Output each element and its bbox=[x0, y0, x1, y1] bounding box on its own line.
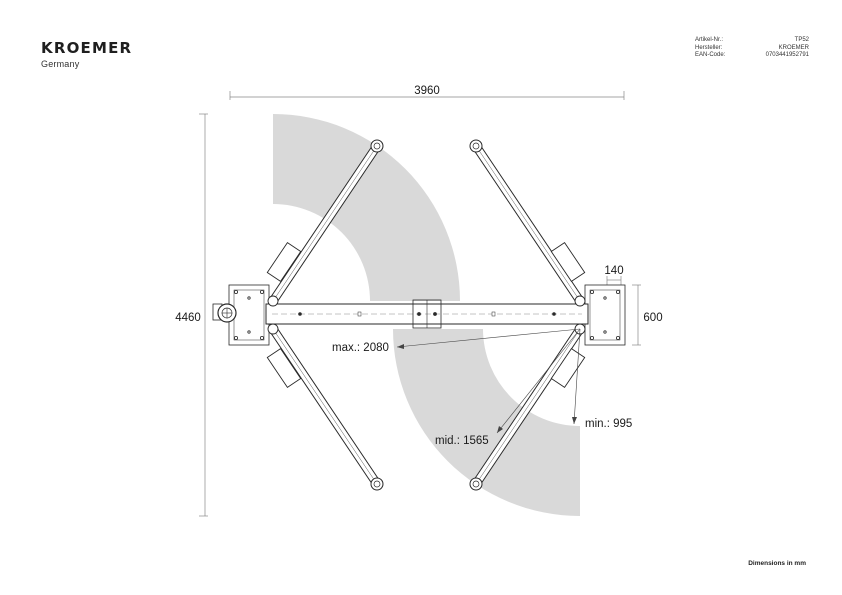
units-note: Dimensions in mm bbox=[748, 560, 806, 567]
brand-logo: KROEMER Germany bbox=[41, 39, 132, 69]
spec-row-manufacturer: Hersteller: KROEMER bbox=[695, 45, 809, 53]
spec-value: 0703441952791 bbox=[765, 52, 809, 59]
arm-reach-lines bbox=[396, 328, 581, 434]
swing-arm-upper-right bbox=[469, 139, 586, 307]
arrow-heads bbox=[397, 344, 577, 433]
right-post bbox=[584, 284, 626, 346]
dimension-post-width-label: 600 bbox=[643, 312, 662, 324]
dimension-post-depth bbox=[606, 276, 622, 286]
motor-icon bbox=[212, 303, 237, 323]
dimension-width-label: 3960 bbox=[414, 85, 440, 97]
spec-label: EAN-Code: bbox=[695, 52, 726, 59]
spec-value: KROEMER bbox=[778, 44, 809, 51]
spec-value: TP52 bbox=[794, 37, 809, 43]
dimension-length-label: 4460 bbox=[175, 312, 201, 324]
swing-arm-upper-left bbox=[266, 139, 384, 307]
dimension-post-depth-label: 140 bbox=[604, 265, 623, 277]
spec-label: Artikel-Nr.: bbox=[695, 37, 724, 43]
dimension-length bbox=[199, 113, 208, 517]
spec-row-ean: EAN-Code: 0703441952791 bbox=[695, 52, 809, 60]
arm-mid-label: mid.: 1565 bbox=[435, 435, 489, 447]
spec-table: Artikel-Nr.: TP52 Hersteller: KROEMER EA… bbox=[695, 37, 809, 60]
swing-arm-lower-left bbox=[266, 323, 384, 491]
dimension-post-width bbox=[632, 284, 641, 346]
crossbeam bbox=[265, 299, 589, 329]
swing-area-lower bbox=[393, 329, 580, 516]
dimension-width bbox=[229, 91, 625, 100]
brand-origin: Germany bbox=[41, 59, 80, 69]
brand-name: KROEMER bbox=[41, 39, 133, 57]
spec-label: Hersteller: bbox=[695, 44, 723, 51]
arm-min-label: min.: 995 bbox=[585, 418, 632, 430]
spec-row-article: Artikel-Nr.: TP52 bbox=[695, 37, 809, 45]
swing-arm-lower-right bbox=[469, 323, 586, 491]
swing-area-upper bbox=[273, 114, 460, 301]
arm-max-label: max.: 2080 bbox=[332, 342, 389, 354]
